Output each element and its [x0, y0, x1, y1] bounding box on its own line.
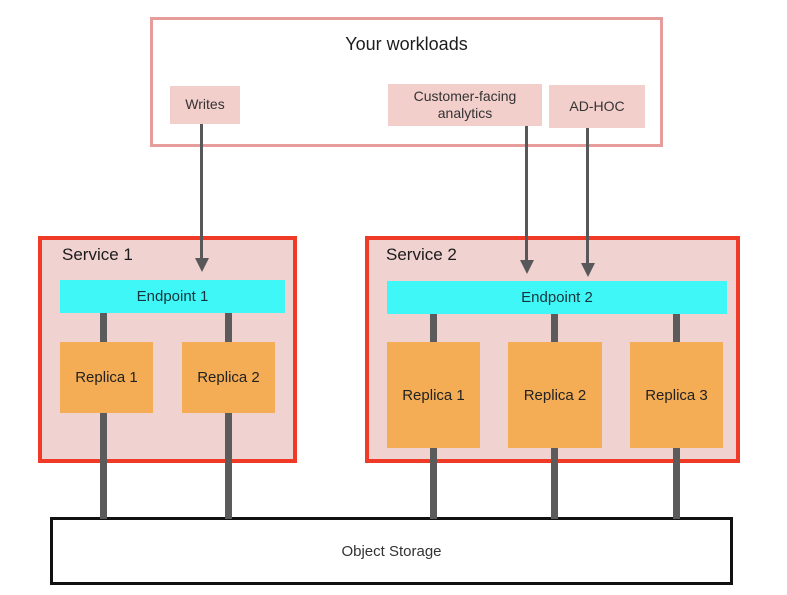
service2-replica3: Replica 3 [630, 342, 723, 448]
arrow-adhoc-to-endpoint2-head [581, 263, 595, 277]
service1-endpoint: Endpoint 1 [60, 280, 285, 313]
connector-s1-replica1 [100, 313, 107, 519]
service2-title: Service 2 [386, 245, 457, 264]
arrow-writes-to-endpoint1-line [200, 124, 203, 258]
workload-customer-facing-analytics: Customer-facing analytics [388, 84, 542, 126]
arrow-analytics-to-endpoint2-head [520, 260, 534, 274]
arrow-analytics-to-endpoint2-line [525, 125, 528, 260]
service1-replica2: Replica 2 [182, 342, 275, 413]
connector-s1-replica2 [225, 313, 232, 519]
workload-writes: Writes [170, 86, 240, 124]
workloads-title: Your workloads [345, 34, 468, 54]
service2-replica2: Replica 2 [508, 342, 602, 448]
service2-replica1: Replica 1 [387, 342, 480, 448]
service2-endpoint: Endpoint 2 [387, 281, 727, 314]
workload-adhoc: AD-HOC [549, 85, 645, 128]
service1-title: Service 1 [62, 245, 133, 264]
service1-replica1: Replica 1 [60, 342, 153, 413]
object-storage-box: Object Storage [50, 517, 733, 585]
arrow-adhoc-to-endpoint2-line [586, 128, 589, 263]
arrow-writes-to-endpoint1-head [195, 258, 209, 272]
